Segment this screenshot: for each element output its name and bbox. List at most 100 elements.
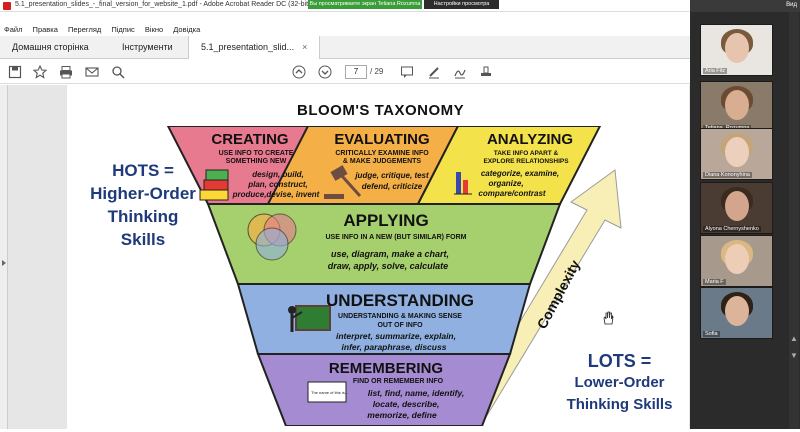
highlight-pen-icon[interactable]	[427, 65, 441, 79]
search-icon[interactable]	[111, 65, 125, 79]
hots-line-3: Thinking	[107, 207, 179, 226]
creating-sub-1: USE INFO TO CREATE	[219, 150, 294, 157]
left-panel-toggle[interactable]	[0, 85, 8, 429]
understanding-verbs-2: infer, paraphrase, discuss	[342, 342, 447, 352]
participant-tile[interactable]: Sofia	[700, 287, 773, 339]
creating-verbs-2: plan, construct,	[247, 180, 308, 189]
menu-help[interactable]: Довідка	[173, 25, 201, 34]
applying-verbs-1: use, diagram, make a chart,	[331, 249, 449, 259]
evaluating-title: EVALUATING	[334, 131, 429, 148]
analyzing-sub-1: TAKE INFO APART &	[494, 150, 559, 157]
panel-header: Вид	[690, 0, 800, 12]
tab-tools[interactable]: Інструменти	[110, 36, 185, 59]
menu-file[interactable]: Файл	[4, 25, 23, 34]
participant-face	[725, 191, 749, 221]
screen-share-banner: Вы просматриваете экран Tetiana Rozumna	[308, 0, 422, 9]
understanding-sub-1: UNDERSTANDING & MAKING SENSE	[338, 313, 462, 320]
participant-tile[interactable]: Aria Fitz	[700, 24, 773, 76]
evaluating-sub-1: CRITICALLY EXAMINE INFO	[335, 150, 429, 157]
understanding-title: UNDERSTANDING	[326, 291, 474, 310]
participant-tile[interactable]: Tetiana_Rozumna	[700, 81, 773, 133]
creating-verbs-3: produce,devise, invent	[232, 190, 320, 199]
participant-name: Aria Fitz	[703, 68, 728, 74]
participant-tile[interactable]: Maria F	[700, 235, 773, 287]
close-tab-icon[interactable]: ×	[302, 42, 308, 52]
pdf-app-icon	[3, 2, 11, 10]
scroll-down-icon[interactable]: ▼	[790, 351, 798, 360]
tab-home-label: Домашня сторінка	[12, 42, 89, 52]
lots-line-1: LOTS =	[587, 351, 652, 371]
participant-name: Alyona Chernyshenko	[703, 226, 761, 232]
participant-tile[interactable]: Diana Kononyhina	[700, 128, 773, 180]
sign-icon[interactable]	[453, 65, 467, 79]
participant-face	[725, 244, 749, 274]
hots-line-2: Higher-Order	[90, 184, 196, 203]
tab-document[interactable]: 5.1_presentation_slid... ×	[188, 36, 321, 59]
flash-card-text: The name of this is...	[311, 390, 348, 395]
analyzing-verbs-1: categorize, examine,	[481, 169, 559, 178]
participant-tile[interactable]: Alyona Chernyshenko	[700, 182, 773, 234]
menu-edit[interactable]: Правка	[32, 25, 58, 34]
analyzing-title: ANALYZING	[487, 131, 573, 148]
tab-tools-label: Інструменти	[122, 42, 173, 52]
participant-face	[725, 33, 749, 63]
evaluating-verbs-1: judge, critique, test	[354, 171, 429, 180]
email-icon[interactable]	[85, 65, 99, 79]
page-number-input[interactable]: 7	[345, 65, 367, 79]
menu-window[interactable]: Вікно	[144, 25, 164, 34]
view-options-button[interactable]: Настройки просмотра	[424, 0, 499, 9]
participant-name: Sofia	[703, 331, 720, 337]
evaluating-sub-2: & MAKE JUDGEMENTS	[343, 158, 422, 165]
menu-sign[interactable]: Підпис	[111, 25, 135, 34]
tab-home[interactable]: Домашня сторінка	[0, 36, 101, 59]
bloom-pyramid: The name of this is... CREATING USE INFO…	[166, 126, 602, 426]
remembering-verbs-2: locate, describe,	[373, 399, 440, 409]
slide-title: BLOOM'S TAXONOMY	[297, 102, 465, 119]
understanding-verbs-1: interpret, summarize, explain,	[336, 331, 456, 341]
view-label[interactable]: Вид	[786, 2, 797, 8]
creating-verbs-1: design, build,	[252, 170, 304, 179]
tab-document-label: 5.1_presentation_slid...	[201, 42, 295, 52]
lots-line-3: Thinking Skills	[566, 396, 673, 413]
applying-sub-1: USE INFO IN A NEW (BUT SIMILAR) FORM	[325, 234, 466, 241]
menu-view[interactable]: Перегляд	[67, 25, 102, 34]
page-total: / 29	[370, 67, 384, 76]
scroll-up-icon[interactable]: ▲	[790, 334, 798, 343]
remembering-title: REMEMBERING	[329, 360, 443, 377]
video-participants-panel: Вид Aria Fitz Tetiana_Rozumna Diana Kono…	[690, 0, 800, 429]
tab-bar: Домашня сторінка Інструменти 5.1_present…	[0, 36, 690, 59]
participant-name: Maria F	[703, 279, 726, 285]
lots-label: LOTS = Lower-Order Thinking Skills	[552, 350, 687, 416]
analyzing-verbs-3: compare/contrast	[478, 189, 545, 198]
creating-title: CREATING	[211, 131, 288, 148]
participant-face	[725, 296, 749, 326]
stamp-icon[interactable]	[479, 65, 493, 79]
page-down-icon[interactable]	[318, 65, 332, 79]
understanding-sub-2: OUT OF INFO	[377, 322, 423, 329]
print-icon[interactable]	[59, 65, 73, 79]
remembering-sub-1: FIND OR REMEMBER INFO	[353, 378, 444, 385]
participant-name: Diana Kononyhina	[703, 172, 752, 178]
flash-card-icon: The name of this is...	[307, 381, 348, 403]
remembering-verbs-1: list, find, name, identify,	[368, 388, 465, 398]
menu-bar: Файл Правка Перегляд Підпис Вікно Довідк…	[0, 24, 800, 36]
comment-icon[interactable]	[400, 65, 414, 79]
teacher-board-icon	[288, 305, 331, 332]
window-title: 5.1_presentation_slides_-_final_version_…	[15, 1, 311, 8]
hots-line-4: Skills	[120, 230, 166, 249]
participant-face	[725, 90, 749, 120]
bookmark-star-icon[interactable]	[32, 64, 48, 79]
creating-sub-2: SOMETHING NEW	[226, 158, 287, 165]
gavel-icon	[324, 165, 362, 199]
save-icon[interactable]	[8, 65, 22, 79]
participants-scrollbar[interactable]: ▲ ▼	[789, 12, 799, 429]
evaluating-verbs-2: defend, criticize	[362, 182, 423, 191]
applying-verbs-2: draw, apply, solve, calculate	[328, 261, 448, 271]
bar-chart-icon	[454, 172, 472, 195]
venn-diagram-icon	[247, 213, 297, 261]
page-up-icon[interactable]	[292, 65, 306, 79]
building-blocks-icon	[199, 169, 229, 201]
remembering-verbs-3: memorize, define	[367, 410, 437, 420]
hots-label: HOTS = Higher-Order Thinking Skills	[88, 159, 198, 251]
remembering-block	[256, 353, 512, 426]
